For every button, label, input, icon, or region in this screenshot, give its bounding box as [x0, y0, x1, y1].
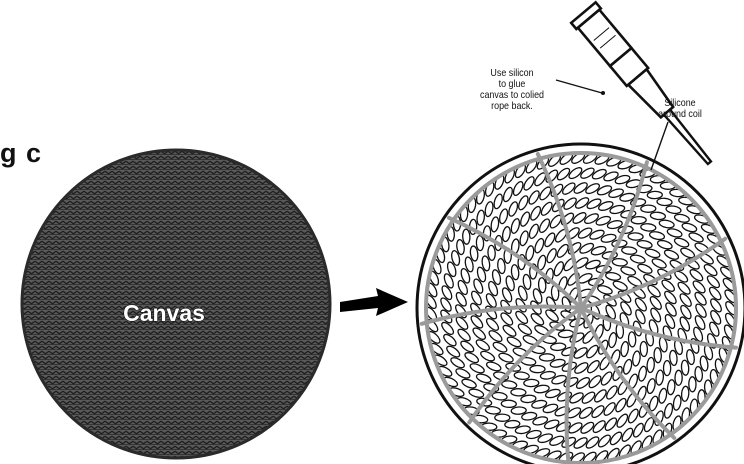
- figure-label: g c: [0, 138, 42, 169]
- rope-strand: [539, 354, 554, 361]
- rope-strand: [663, 361, 670, 376]
- glue-note-line: rope back.: [461, 101, 563, 112]
- silicone-note: Silicone around coil: [646, 98, 714, 120]
- rope-strand: [501, 400, 516, 408]
- rope-strand: [631, 216, 646, 224]
- rope-strand: [530, 365, 545, 372]
- rope-strand: [689, 377, 696, 392]
- rope-strand: [640, 341, 648, 356]
- rope-strand: [524, 379, 539, 387]
- canvas-disc: Canvas: [22, 150, 330, 458]
- rope-strand: [488, 245, 496, 260]
- rope-strand: [628, 332, 636, 347]
- rope-strand: [647, 357, 655, 372]
- rope-strand: [495, 414, 510, 421]
- rope-strand: [511, 388, 526, 396]
- arrow-right-icon: [340, 288, 408, 316]
- rope-strand: [462, 229, 470, 244]
- glue-note: Use silicon to glue canvas to colied rop…: [461, 68, 563, 112]
- rope-strand: [654, 347, 662, 362]
- silicone-note-line: around coil: [646, 109, 714, 120]
- rope-strand: [647, 191, 662, 199]
- rope-strand: [476, 235, 484, 250]
- rope-strand: [657, 198, 672, 206]
- rope-strand: [641, 205, 656, 212]
- rope-strand: [628, 233, 643, 241]
- coiled-rope-disc: [417, 144, 744, 464]
- rope-strand: [675, 370, 682, 385]
- canvas-label: Canvas: [123, 300, 205, 326]
